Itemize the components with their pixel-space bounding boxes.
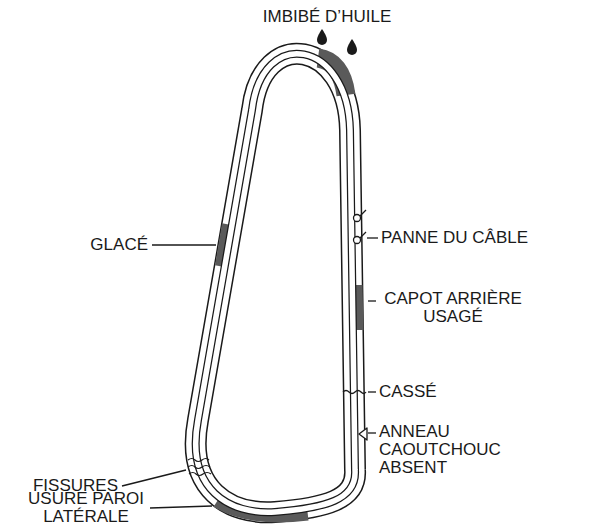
callout-label: USURE PAROI LATÉRALE <box>22 490 150 526</box>
oil-drop <box>347 39 357 55</box>
crack-marks <box>188 459 211 476</box>
missing-ring-notch <box>359 428 367 440</box>
callout-label: CASSÉ <box>379 383 437 401</box>
callout-label: CAPOT ARRIÈRE USAGÉ <box>378 290 528 326</box>
callout-label: PANNE DU CÂBLE <box>381 229 528 247</box>
break-crack <box>343 391 366 394</box>
belt-face <box>196 54 355 513</box>
callout-label: ANNEAU CAOUTCHOUC ABSENT <box>379 423 509 477</box>
cable-failure-mark <box>354 210 367 244</box>
worn-cover-patch <box>358 285 359 330</box>
callout-label: GLACÉ <box>90 236 148 254</box>
leader-lines <box>122 238 378 508</box>
belt-inner-face <box>196 54 355 513</box>
belt-outline <box>196 54 355 513</box>
oil-drop <box>317 29 327 45</box>
belt-inner-line <box>196 54 355 513</box>
callout-label: IMBIBÉ D’HUILE <box>263 8 391 26</box>
